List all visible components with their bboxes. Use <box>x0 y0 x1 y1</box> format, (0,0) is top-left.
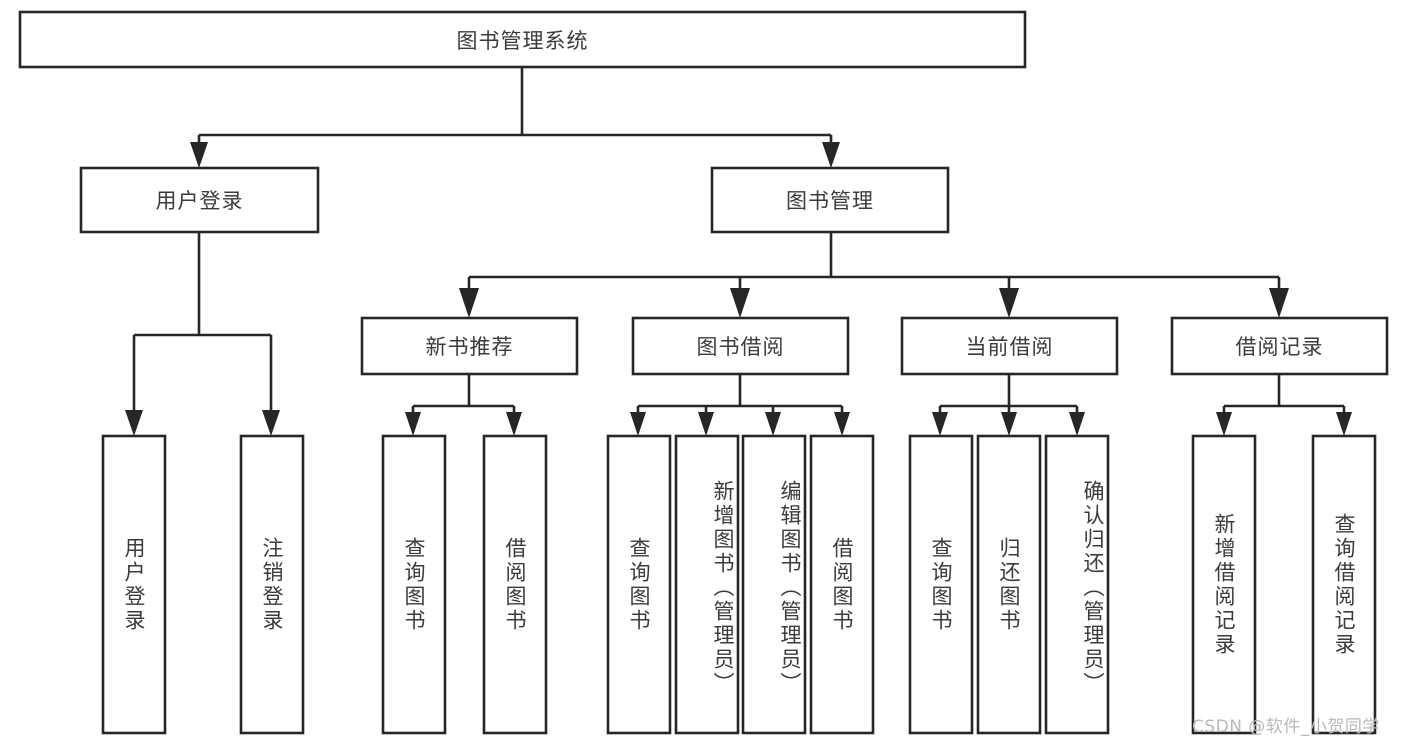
node-box-leaf-query-book-1[interactable] <box>381 434 447 735</box>
node-box-leaf-return-book[interactable] <box>976 434 1042 735</box>
arrow-head-leaf-add-book <box>698 412 714 436</box>
arrow-head-leaf-query-record <box>1336 412 1352 436</box>
node-box-leaf-query-record[interactable] <box>1311 434 1377 735</box>
arrow-head-leaf-borrow-book-1 <box>506 412 522 436</box>
arrow-head-leaf-query-book-1 <box>405 412 421 436</box>
node-box-new-book-recommend[interactable] <box>360 316 579 376</box>
arrow-head-book-management <box>822 142 840 168</box>
node-box-root[interactable] <box>18 10 1027 69</box>
arrow-head-leaf-edit-book <box>765 412 781 436</box>
connector-borrow-record-to-leaves <box>1216 374 1352 436</box>
arrow-head-book-borrow <box>730 288 750 318</box>
node-box-leaf-confirm-return[interactable] <box>1044 434 1110 735</box>
arrow-head-leaf-confirm-return <box>1069 412 1085 436</box>
node-box-leaf-add-book[interactable] <box>674 434 740 735</box>
node-box-book-management[interactable] <box>710 166 950 234</box>
arrow-head-leaf-borrow-book-2 <box>834 412 850 436</box>
node-box-leaf-query-book-3[interactable] <box>908 434 974 735</box>
arrow-head-borrow-record <box>1269 288 1289 318</box>
node-box-borrow-record[interactable] <box>1170 316 1389 376</box>
node-box-leaf-user-login[interactable] <box>101 434 167 735</box>
arrow-head-new-book-recommend <box>459 288 479 318</box>
connector-book-borrow-to-leaves <box>630 374 850 436</box>
connector-user-login-to-leaves <box>125 232 280 436</box>
node-box-leaf-edit-book[interactable] <box>741 434 807 735</box>
arrow-head-leaf-query-book-3 <box>932 412 948 436</box>
arrow-head-leaf-add-record <box>1216 412 1232 436</box>
arrow-head-current-borrow <box>999 288 1019 318</box>
connector-book-management-to-level3 <box>459 232 1289 318</box>
connector-root-to-level2 <box>190 67 840 168</box>
node-box-current-borrow[interactable] <box>900 316 1119 376</box>
arrow-head-leaf-query-book-2 <box>630 412 646 436</box>
arrow-head-user-login <box>190 142 208 168</box>
node-box-book-borrow[interactable] <box>631 316 850 376</box>
node-box-user-login[interactable] <box>79 166 320 234</box>
connector-current-borrow-to-leaves <box>932 374 1085 436</box>
connector-new-book-recommend-to-leaves <box>405 374 522 436</box>
node-box-leaf-logout-login[interactable] <box>239 434 305 735</box>
arrow-head-leaf-logout-login <box>262 410 280 436</box>
node-box-leaf-add-record[interactable] <box>1191 434 1257 735</box>
node-box-leaf-borrow-book-1[interactable] <box>482 434 548 735</box>
node-box-leaf-borrow-book-2[interactable] <box>809 434 875 735</box>
arrow-head-leaf-user-login <box>125 410 143 436</box>
node-box-leaf-query-book-2[interactable] <box>606 434 672 735</box>
arrow-head-leaf-return-book <box>1001 412 1017 436</box>
